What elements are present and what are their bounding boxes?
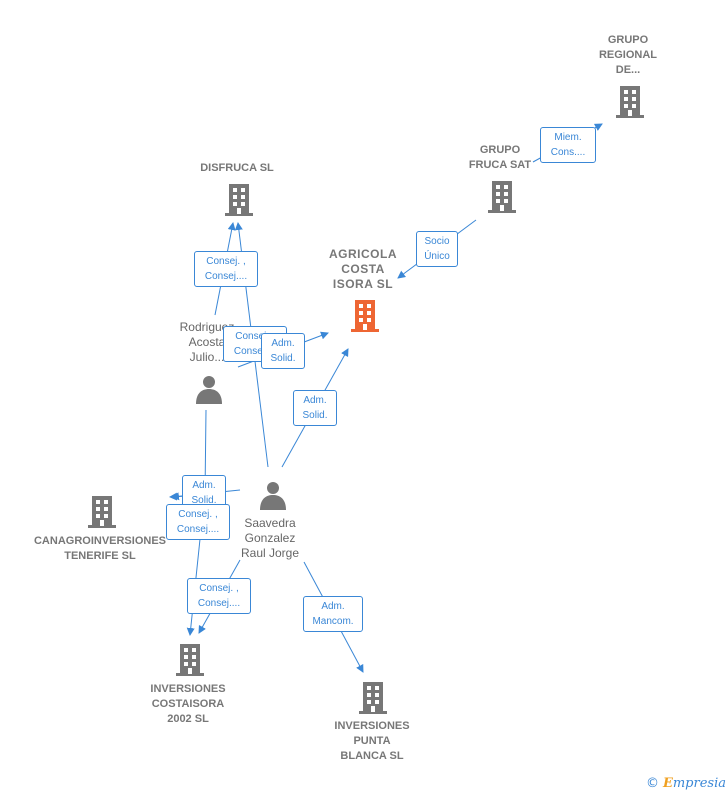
edge-label-consej-disfruca[interactable]: Consej. , Consej.... bbox=[194, 251, 258, 287]
person-icon[interactable] bbox=[194, 374, 224, 404]
edge-label-adm-solid-rodriguez[interactable]: Adm. Solid. bbox=[261, 333, 305, 369]
building-icon[interactable] bbox=[86, 494, 118, 528]
building-icon[interactable] bbox=[614, 84, 646, 118]
building-icon[interactable] bbox=[486, 179, 518, 213]
brand-name: mpresia bbox=[672, 776, 726, 791]
company-label-canagro[interactable]: CANAGROINVERSIONES TENERIFE SL bbox=[33, 535, 167, 562]
company-label-punta-blanca[interactable]: INVERSIONES PUNTA BLANCA SL bbox=[334, 720, 410, 762]
brand-initial: E bbox=[662, 776, 673, 791]
company-label-agricola[interactable]: AGRICOLA COSTA ISORA SL bbox=[329, 247, 397, 291]
company-label-disfruca[interactable]: DISFRUCA SL bbox=[200, 162, 274, 174]
edge-label-consej-costaisora[interactable]: Consej. , Consej.... bbox=[187, 578, 251, 614]
brand-logo: ©Empresia bbox=[646, 776, 726, 791]
building-icon[interactable] bbox=[223, 182, 255, 216]
building-icon[interactable] bbox=[349, 298, 381, 332]
person-label-rodriguez[interactable]: Rodriguez Acosta Julio... bbox=[179, 320, 235, 364]
company-label-grupo-regional[interactable]: GRUPO REGIONAL DE... bbox=[598, 34, 658, 76]
building-icon[interactable] bbox=[174, 642, 206, 676]
building-icon[interactable] bbox=[357, 680, 389, 714]
person-label-saavedra[interactable]: Saavedra Gonzalez Raul Jorge bbox=[240, 516, 300, 560]
company-label-grupo-fruca[interactable]: GRUPO FRUCA SAT bbox=[468, 144, 532, 171]
edge-label-socio-unico[interactable]: Socio Único bbox=[416, 231, 458, 267]
company-label-costaisora[interactable]: INVERSIONES COSTAISORA 2002 SL bbox=[150, 683, 226, 725]
edge-label-miem-cons[interactable]: Miem. Cons.... bbox=[540, 127, 596, 163]
copyright-symbol: © bbox=[645, 776, 659, 791]
edge-label-adm-mancom[interactable]: Adm. Mancom. bbox=[303, 596, 363, 632]
edge-label-consej-canagro[interactable]: Consej. , Consej.... bbox=[166, 504, 230, 540]
edge-label-adm-solid-saavedra[interactable]: Adm. Solid. bbox=[293, 390, 337, 426]
person-icon[interactable] bbox=[258, 480, 288, 510]
